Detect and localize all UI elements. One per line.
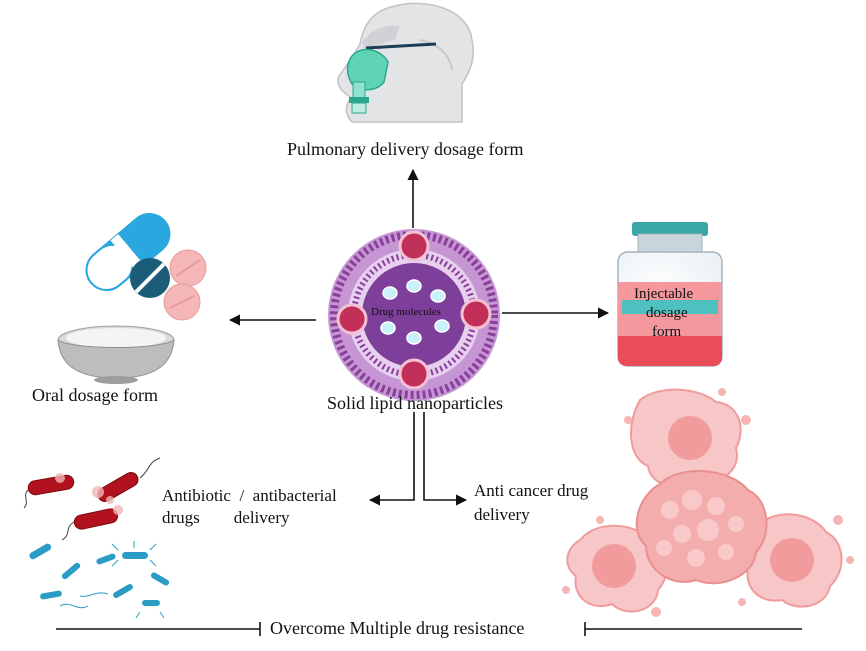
label-oral: Oral dosage form [32,385,158,405]
label-antibiotic-line2: drugs delivery [162,508,290,527]
solid-lipid-nanoparticle-icon [328,229,500,401]
label-antibiotic-line1: Antibiotic / antibacterial [162,486,337,505]
label-anticancer-line1: Anti cancer drug [474,481,589,500]
arrow-to-antibiotic [368,412,415,506]
arrows [56,168,802,636]
label-injectable-line3: form [652,324,682,340]
powder-bowl-icon [57,325,175,384]
patient-with-oxygen-mask-icon [337,2,474,123]
arrow-to-anticancer [423,412,468,506]
label-anticancer-line2: delivery [474,505,530,524]
label-pulmonary: Pulmonary delivery dosage form [287,139,524,159]
cancer-cells-icon [562,388,854,617]
label-injectable-line1: Injectable [634,286,694,302]
injection-vial-icon [617,222,723,367]
label-center: Solid lipid nanoparticles [327,393,503,413]
capsule-and-tablets-icon [85,213,207,321]
label-mdr: Overcome Multiple drug resistance [270,618,525,638]
label-drug-molecules: Drug molecules [371,306,441,318]
bacteria-icon [23,457,170,619]
label-injectable-line2: dosage [646,305,688,321]
